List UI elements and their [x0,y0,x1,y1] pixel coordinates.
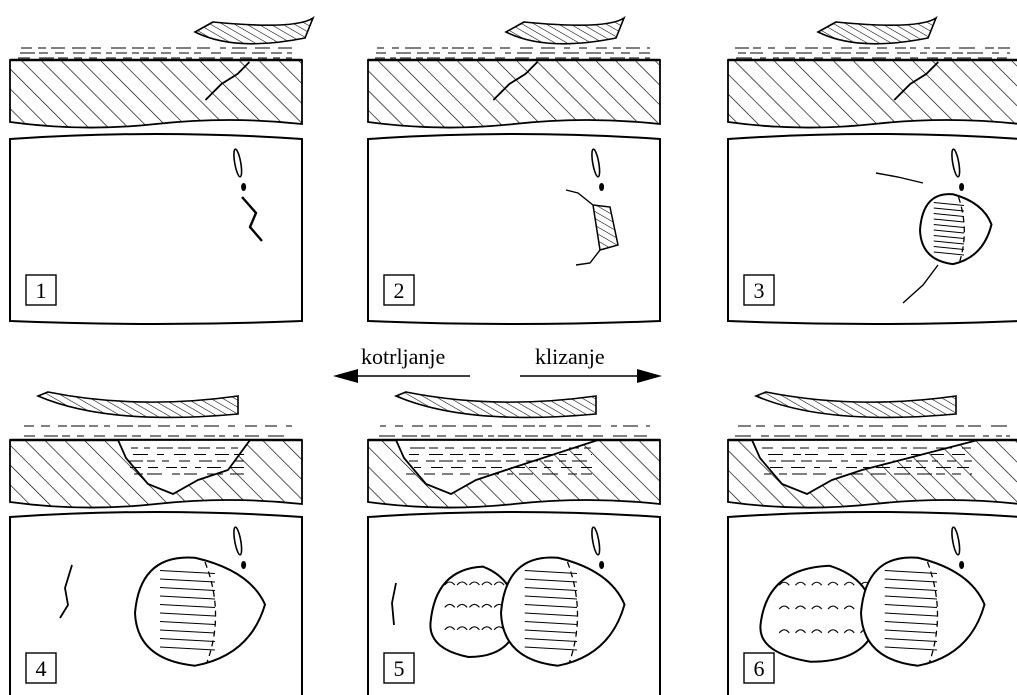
pitting-stage-panel-4: 4 [10,392,302,695]
stage-number: 5 [394,656,405,681]
counter-roller [506,18,624,44]
initial-crack-dot [959,183,964,191]
pitting-stage-panel-2: 2 [368,18,660,324]
counter-roller [818,18,936,44]
lubricant-film [735,48,1010,58]
stage-number: 2 [394,278,405,303]
rolling-label: kotrljanje [361,344,445,369]
stage-number: 3 [754,278,765,303]
counter-roller [756,392,956,417]
counter-roller [396,392,596,417]
initial-crack-dot [599,183,604,191]
lubricant-film [18,48,292,58]
counter-roller [195,18,313,44]
initial-crack-dot [599,561,604,569]
stage-number: 4 [36,656,47,681]
pitting-stage-panel-1: 1 [10,18,313,324]
pitting-stage-panel-6: 6 [728,392,1017,695]
counter-roller [38,392,238,417]
initial-crack-dot [241,183,246,191]
initial-crack-dot [241,561,246,569]
initial-crack-dot [959,561,964,569]
material-cross-section [728,60,1017,128]
sliding-arrow-head [637,369,662,383]
pitting-stage-panel-5: 5 [368,392,660,695]
direction-indicator: kotrljanje klizanje [333,344,662,383]
material-cross-section [10,60,302,128]
lubricant-film [379,426,650,436]
pitting-stage-panel-3: 3 [728,18,1017,324]
rolling-arrow-head [333,369,358,383]
stage-number: 6 [754,656,765,681]
lubricant-film [735,426,1010,436]
lubricant-film [24,426,292,436]
stage-number: 1 [36,278,47,303]
sliding-label: klizanje [535,344,605,369]
panels-layer: 1 2 3 4 5 6 [10,18,1017,695]
lubricant-film [375,48,650,58]
material-cross-section [368,60,660,128]
